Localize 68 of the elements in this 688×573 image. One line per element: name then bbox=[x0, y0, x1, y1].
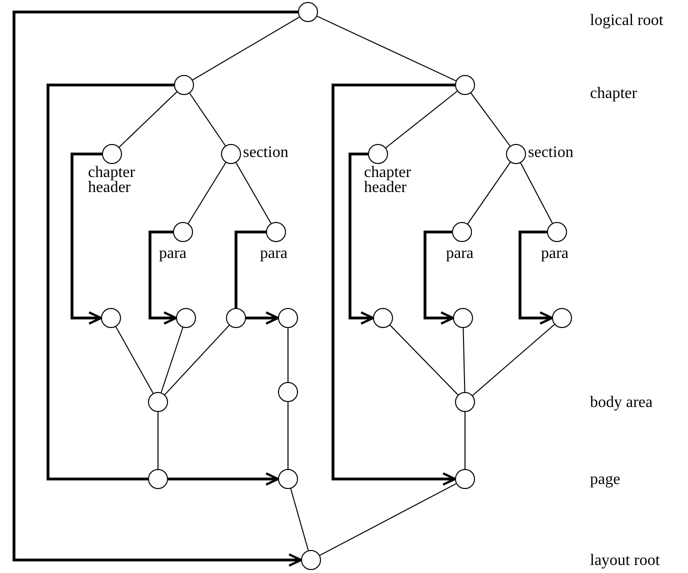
arrow bbox=[332, 84, 456, 486]
level-label: body area bbox=[590, 394, 653, 412]
level-label: logical root bbox=[590, 12, 664, 30]
arrow bbox=[424, 230, 454, 325]
node-label: para bbox=[541, 246, 570, 261]
tree-node-circle bbox=[301, 550, 321, 570]
connector-line bbox=[234, 230, 266, 308]
tree-node-circle bbox=[266, 222, 286, 242]
connector-line bbox=[389, 324, 459, 396]
node-label: section bbox=[528, 145, 574, 160]
tree-node-circle bbox=[221, 144, 241, 164]
arrow bbox=[518, 230, 554, 325]
tree-node-circle bbox=[373, 308, 393, 328]
node-label: para bbox=[159, 246, 188, 261]
tree-node-circle bbox=[148, 392, 168, 412]
tree-node-circle bbox=[101, 308, 121, 328]
arrow bbox=[168, 472, 280, 486]
tree-node-circle bbox=[547, 222, 567, 242]
arrow bbox=[70, 152, 102, 325]
connector-line bbox=[290, 488, 309, 551]
arrow bbox=[246, 311, 280, 325]
connector-line bbox=[46, 84, 174, 480]
connector-line bbox=[188, 162, 226, 224]
tree-node-circle bbox=[278, 469, 298, 489]
connector-line bbox=[520, 162, 553, 224]
tree-node-circle bbox=[226, 308, 246, 328]
arrow bbox=[348, 152, 374, 325]
arrow bbox=[12, 10, 302, 567]
tree-node-circle bbox=[453, 308, 473, 328]
tree-node-circle bbox=[452, 222, 472, 242]
connector-line bbox=[464, 412, 466, 470]
connector-line bbox=[472, 324, 555, 396]
tree-node-circle bbox=[455, 392, 475, 412]
node-label: section bbox=[243, 145, 290, 160]
tree-node-circle bbox=[368, 144, 388, 164]
level-label: layout root bbox=[590, 552, 660, 570]
connector-line bbox=[118, 91, 178, 148]
node-label: chapter header bbox=[364, 165, 412, 195]
connector-line bbox=[192, 16, 300, 80]
tree-node-circle bbox=[278, 382, 298, 402]
tree-node-circle bbox=[552, 308, 572, 328]
tree-node-circle bbox=[174, 75, 194, 95]
tree-node-circle bbox=[176, 308, 196, 328]
node-label: para bbox=[446, 246, 475, 261]
level-label: chapter bbox=[590, 85, 638, 103]
connector-line bbox=[316, 16, 456, 82]
tree-node-circle bbox=[102, 144, 122, 164]
tree-node-circle bbox=[506, 144, 526, 164]
tree-node-circle bbox=[148, 469, 168, 489]
node-label: para bbox=[260, 246, 289, 261]
tree-node-circle bbox=[173, 222, 193, 242]
connector-line bbox=[236, 162, 272, 224]
connector-line bbox=[467, 162, 511, 224]
tree-node-circle bbox=[455, 75, 475, 95]
connector-line bbox=[189, 92, 226, 146]
connector-line bbox=[319, 483, 457, 556]
connector-line bbox=[164, 324, 230, 396]
connector-line bbox=[160, 326, 184, 394]
node-label: chapter header bbox=[88, 165, 136, 195]
arrow bbox=[148, 230, 178, 325]
tree-node-circle bbox=[298, 2, 318, 22]
tree-node-circle bbox=[455, 469, 475, 489]
connector-line bbox=[470, 92, 511, 146]
connector-line bbox=[385, 90, 458, 148]
connector-line bbox=[462, 328, 466, 392]
tree-node-circle bbox=[278, 308, 298, 328]
connector-line bbox=[115, 326, 154, 394]
level-label: page bbox=[590, 471, 620, 489]
